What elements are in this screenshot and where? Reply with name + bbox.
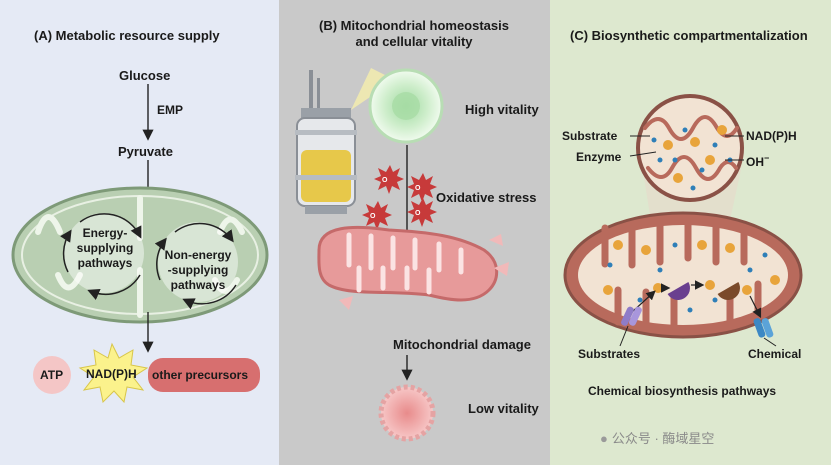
glucose-label: Glucose	[119, 68, 171, 83]
enzyme-2	[717, 282, 740, 300]
other-precursors-box	[148, 358, 260, 392]
energy-pathways-label: Energy- supplying pathways	[76, 226, 134, 270]
ros-bursts	[362, 165, 437, 230]
panel-metabolic-resource-supply: (A) Metabolic resource supply Glucose EM…	[0, 0, 279, 465]
panel-biosynthetic-compartmentalization: (C) Biosynthetic compartmentalization Su…	[550, 0, 831, 465]
oxidative-stress-label: Oxidative stress	[436, 190, 537, 205]
pathways-label: Chemical biosynthesis pathways	[588, 384, 777, 398]
atp-circle	[33, 356, 71, 394]
pyruvate-label: Pyruvate	[118, 144, 173, 159]
panel-c-graphics	[563, 94, 803, 347]
bioreactor-icon	[295, 70, 357, 214]
panel-a-graphics	[11, 84, 269, 404]
nadph-star	[78, 342, 149, 404]
panel-b-graphics: O O O O	[295, 68, 509, 442]
mitochondrial-damage-label: Mitochondrial damage	[393, 337, 531, 352]
high-vitality-label: High vitality	[465, 102, 539, 117]
svg-text:O: O	[370, 213, 376, 220]
nadph-label-c: NAD(P)H	[746, 129, 797, 143]
panel-a-title: (A) Metabolic resource supply	[34, 28, 220, 43]
chat-icon: ●	[600, 431, 608, 446]
damaged-mitochondrion	[317, 225, 499, 302]
low-vitality-label: Low vitality	[468, 401, 539, 416]
panel-mitochondrial-homeostasis: O O O O (B) Mitochondrial homeostasis and c…	[279, 0, 550, 465]
magnified-dots-blue	[651, 127, 733, 191]
enzyme-label: Enzyme	[576, 150, 622, 164]
emp-label: EMP	[157, 103, 184, 117]
substrate-transporter	[621, 306, 642, 326]
svg-text:O: O	[382, 177, 388, 184]
mitochondrion-shape	[11, 186, 269, 324]
mito-dots-blue	[607, 242, 768, 313]
mito-fragments	[339, 234, 509, 310]
oh-label: OH−	[746, 153, 770, 169]
low-vitality-cell	[378, 384, 436, 442]
chemical-label: Chemical	[748, 347, 802, 361]
panel-c-title: (C) Biosynthetic compartmentalization	[570, 28, 808, 43]
substrate-label: Substrate	[562, 129, 618, 143]
chemical-transporter	[753, 318, 774, 338]
mito-dots-orange	[603, 240, 780, 295]
other-precursors-label: other precursors	[152, 368, 249, 382]
nadph-label: NAD(P)H	[86, 367, 137, 381]
panel-b-title: (B) Mitochondrial homeostasis and cellul…	[319, 18, 509, 49]
watermark: ●公众号 · 酶域星空	[600, 431, 715, 446]
magnified-cristae	[636, 94, 744, 202]
atp-label: ATP	[40, 368, 64, 382]
magnified-dots-orange	[663, 125, 727, 183]
non-energy-pathways-label: Non-energy -supplying pathways	[164, 248, 232, 292]
energy-cycle	[64, 213, 144, 293]
svg-text:O: O	[415, 210, 421, 217]
non-energy-cycle	[158, 222, 238, 302]
enzyme-1	[667, 282, 690, 300]
svg-text:O: O	[415, 185, 421, 192]
substrates-label: Substrates	[578, 347, 641, 361]
